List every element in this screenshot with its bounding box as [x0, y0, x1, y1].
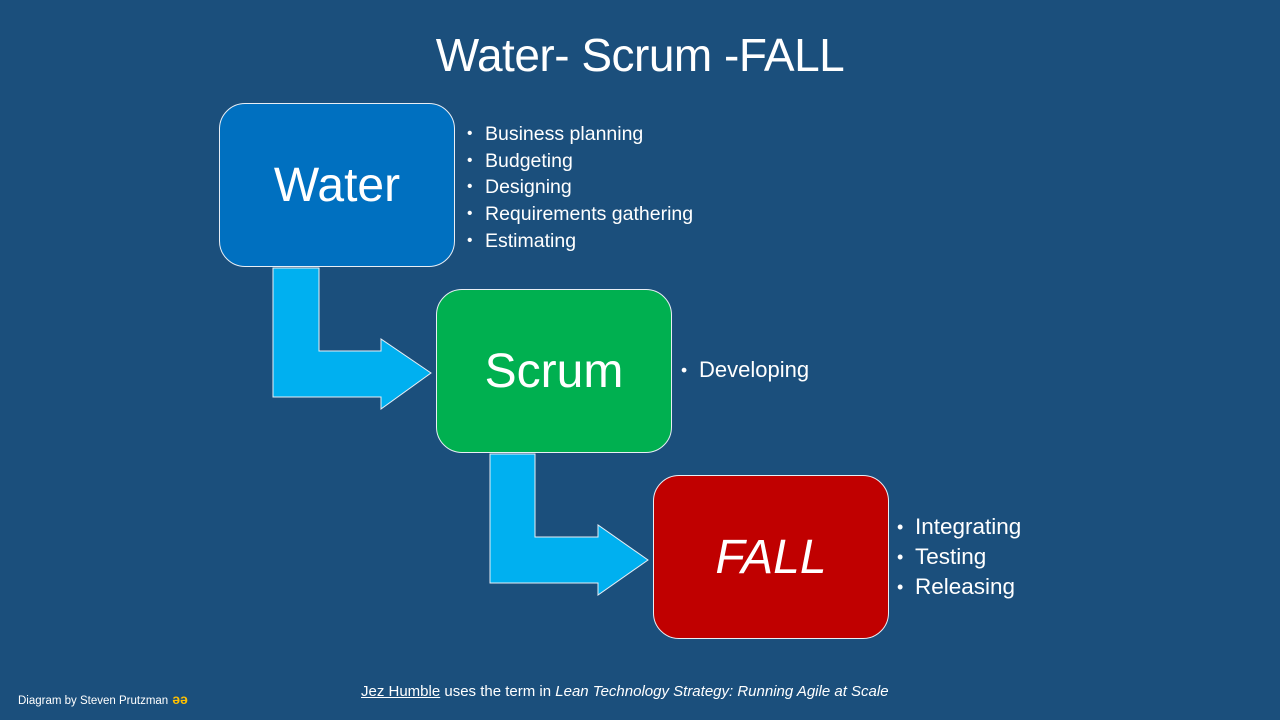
source-attribution: Jez Humble uses the term in Lean Technol… — [361, 683, 889, 700]
stage-scrum-bullets: Developing — [680, 356, 809, 384]
bullet-item: Budgeting — [466, 148, 693, 175]
stage-scrum-box: Scrum — [436, 289, 672, 453]
stage-scrum-label: Scrum — [484, 344, 624, 398]
source-connector-text: uses the term in — [440, 683, 556, 700]
stage-water-label: Water — [273, 158, 401, 212]
stage-water-bullets: Business planning Budgeting Designing Re… — [466, 121, 693, 255]
credit-mark-icon: əə — [172, 691, 188, 707]
stage-fall-label: FALL — [715, 530, 827, 584]
bullet-item: Testing — [896, 542, 1021, 572]
bullet-item: Developing — [680, 356, 809, 384]
stage-water-box: Water — [219, 103, 455, 267]
author-link[interactable]: Jez Humble — [361, 683, 441, 700]
stage-fall-bullets: Integrating Testing Releasing — [896, 512, 1021, 602]
arrow-water-to-scrum — [272, 267, 432, 410]
bullet-item: Releasing — [896, 572, 1021, 602]
bullet-item: Designing — [466, 174, 693, 201]
arrow-scrum-to-fall — [489, 453, 649, 596]
credit-text: Diagram by Steven Prutzman — [18, 695, 169, 707]
bullet-item: Business planning — [466, 121, 693, 148]
book-title: Lean Technology Strategy: Running Agile … — [555, 683, 889, 700]
bullet-item: Requirements gathering — [466, 201, 693, 228]
stage-fall-box: FALL — [653, 475, 889, 639]
bullet-item: Integrating — [896, 512, 1021, 542]
slide-title: Water- Scrum -FALL — [435, 29, 845, 81]
bullet-item: Estimating — [466, 228, 693, 255]
